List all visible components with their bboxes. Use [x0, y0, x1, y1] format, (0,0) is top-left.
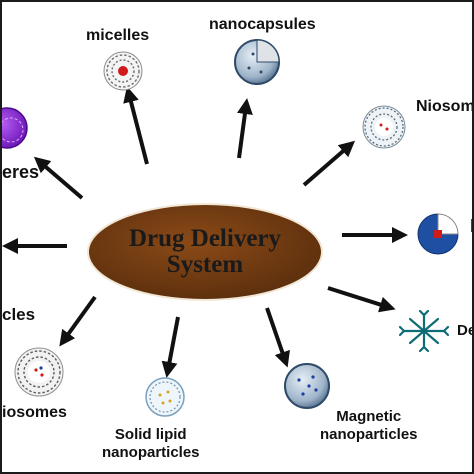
pacman-icon	[417, 213, 459, 255]
arrow-dendrimers	[327, 286, 396, 313]
dendrimer-icon	[398, 309, 450, 353]
arrow-solid-lipid	[161, 316, 180, 378]
arrow-nanospheres	[33, 156, 84, 200]
niosome-icon	[362, 105, 406, 149]
label-niosomes: Niosom	[416, 98, 474, 115]
micelle-icon	[103, 51, 143, 91]
nanocapsule-icon	[234, 39, 280, 85]
arrow-magnetic	[265, 307, 290, 368]
center-title-line2: System	[166, 251, 244, 278]
arrow-nanocapsules	[237, 98, 253, 159]
label-solid-lipid-line1: Solid lipid	[114, 426, 187, 443]
center-ellipse	[87, 203, 323, 301]
label-magnetic-line2: nanoparticles	[320, 426, 418, 443]
liposome-icon	[14, 347, 64, 397]
center-title-line1: Drug Delivery	[128, 224, 282, 252]
nanosphere-icon	[2, 107, 28, 149]
label-liposomes: iosomes	[2, 404, 67, 421]
arrow-liposomes	[59, 295, 97, 347]
label-right-partial: I	[470, 216, 472, 238]
label-magnetic-line1: Magnetic	[336, 408, 402, 425]
arrow-micelles	[123, 86, 149, 165]
label-nanocapsules: nanocapsules	[209, 16, 316, 33]
label-solid-lipid: Solid lipid nanoparticles	[102, 426, 200, 462]
label-micelles: micelles	[86, 27, 150, 44]
label-magnetic: Magnetic nanoparticles	[320, 408, 418, 444]
arrow-niosomes	[302, 140, 356, 187]
magnetic-icon	[284, 363, 330, 409]
label-solid-lipid-line2: nanoparticles	[102, 444, 200, 461]
center-title: Drug Delivery System	[90, 210, 320, 294]
solid-lipid-icon	[145, 377, 185, 417]
label-dendrimers: De	[457, 322, 472, 339]
label-nanoparticles-left: cles	[2, 305, 36, 324]
label-nanospheres: eres	[2, 162, 40, 182]
